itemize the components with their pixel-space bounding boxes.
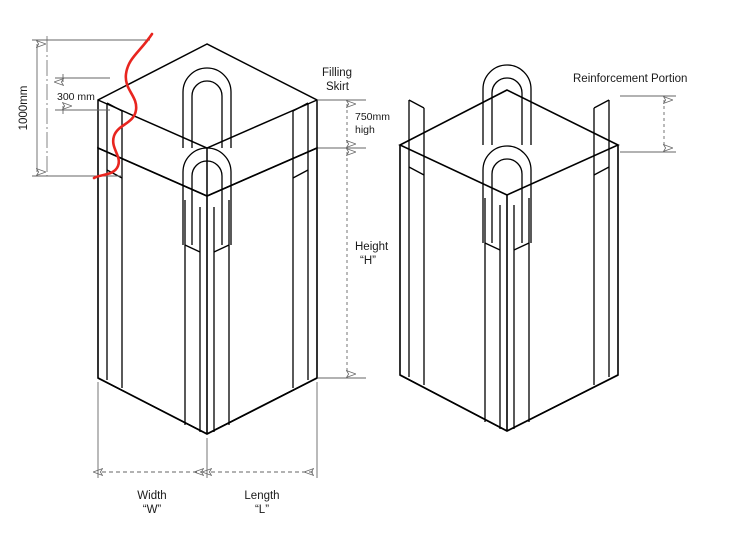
bag-body-box-left <box>97 146 318 435</box>
filling-skirt-annotation: Filling Skirt 750mm high <box>318 67 390 149</box>
filling-skirt-label-line1: Filling <box>322 67 352 79</box>
front-handle-loop-left <box>182 147 232 245</box>
left-bag-group: 1000mm 300 mm Filling Skirt 750mm high H <box>18 32 390 516</box>
wavy-break-line-icon <box>92 32 154 180</box>
width-label-line2: “W” <box>143 504 162 516</box>
dimension-1000mm-label: 1000mm <box>18 86 30 131</box>
skirt-height-label-line2: high <box>355 124 375 136</box>
filling-skirt-label-line2: Skirt <box>326 81 350 93</box>
reinforcement-annotation: Reinforcement Portion <box>573 73 687 153</box>
corner-strap-front <box>184 200 230 432</box>
front-handle-loop-right <box>482 145 532 243</box>
bag-top-face-right <box>398 89 620 196</box>
dimension-1000mm: 1000mm <box>18 39 150 177</box>
back-handle-loop-left <box>182 67 232 148</box>
corner-strap-left-right-bag <box>408 99 425 385</box>
reinforcement-portion-label: Reinforcement Portion <box>573 73 687 85</box>
skirt-height-label-line1: 750mm <box>355 111 390 123</box>
back-handle-loop-right <box>482 64 532 145</box>
dimension-width-length: Width “W” Length “L” <box>98 382 318 516</box>
length-label-line1: Length <box>244 490 279 502</box>
width-label-line1: Width <box>137 490 166 502</box>
corner-strap-right <box>292 102 309 388</box>
length-label-line2: “L” <box>255 504 269 516</box>
dimension-300mm: 300 mm <box>46 36 110 176</box>
height-label-line1: Height <box>355 241 389 253</box>
corner-strap-front-right-bag <box>484 198 530 429</box>
corner-strap-right-right-bag <box>593 99 610 385</box>
height-label-line2: “H” <box>360 255 376 267</box>
dimension-300mm-label: 300 mm <box>57 91 95 103</box>
corner-strap-left <box>106 102 123 388</box>
dimension-height-H: Height “H” <box>318 152 389 379</box>
bag-body-box-right <box>399 145 619 432</box>
right-bag-group: Reinforcement Portion <box>398 64 687 432</box>
